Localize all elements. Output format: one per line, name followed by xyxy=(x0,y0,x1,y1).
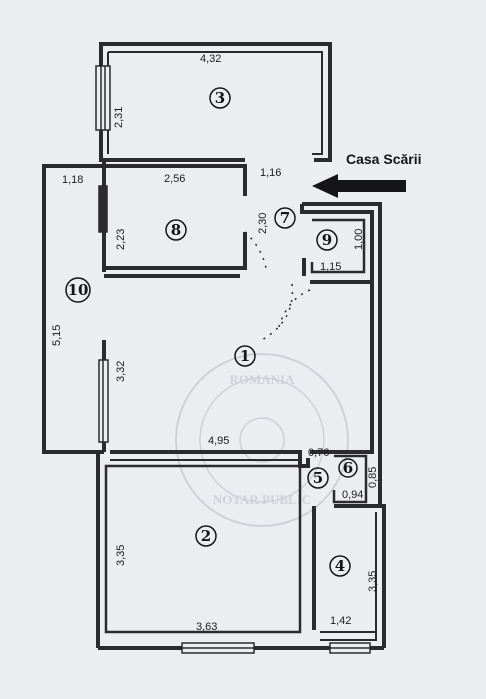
room-9-marker: 9 xyxy=(316,229,338,251)
dim-room8-width: 2,56 xyxy=(164,173,185,185)
dim-room2-width: 3,63 xyxy=(196,621,217,633)
room-4-number: 4 xyxy=(335,557,345,575)
entrance-arrow-icon xyxy=(312,174,406,198)
dim-corridor-top: 1,16 xyxy=(260,167,281,179)
room-1-marker: 1 xyxy=(234,345,256,367)
room-3-walls xyxy=(99,42,332,162)
stamp-top-text: ROMANIA xyxy=(230,372,296,387)
dim-room3-width: 4,32 xyxy=(200,53,221,65)
room-10-walls xyxy=(42,164,104,454)
room-4-bottom-wall xyxy=(320,631,377,641)
room-3-number: 3 xyxy=(215,89,225,107)
room-3-marker: 3 xyxy=(209,87,231,109)
dim-room6-width: 0,94 xyxy=(342,489,363,501)
notary-stamp: ROMANIA NOTAR PUBLIC xyxy=(175,353,349,527)
dim-room4-width: 1,42 xyxy=(330,615,351,627)
dim-room6-depth: 0,85 xyxy=(367,467,379,488)
entrance: Casa Scării xyxy=(312,151,422,198)
room-7-number: 7 xyxy=(280,209,290,227)
dim-room9-depth: 1,00 xyxy=(353,229,365,250)
room-1-number: 1 xyxy=(240,347,250,365)
windows xyxy=(95,65,371,654)
dim-room1-depth: 3,32 xyxy=(115,361,127,382)
room-8-number: 8 xyxy=(171,221,181,239)
room-2-number: 2 xyxy=(201,527,211,545)
room-8-right-wall xyxy=(104,232,247,270)
room-6-walls xyxy=(332,454,368,504)
room-7-right-wall xyxy=(300,204,374,284)
stamp-bottom-text: NOTAR PUBLIC xyxy=(213,492,311,507)
window-room-3 xyxy=(95,65,111,131)
dim-room3-depth: 2,31 xyxy=(113,107,125,128)
room-9-number: 9 xyxy=(322,231,332,249)
room-5-number: 5 xyxy=(313,469,323,487)
dim-room8-depth: 2,23 xyxy=(115,229,127,250)
room-6-marker: 6 xyxy=(338,458,358,478)
room-4-marker: 4 xyxy=(329,555,351,577)
room-10-number: 10 xyxy=(68,281,89,299)
right-exterior-upper xyxy=(302,202,382,506)
room-2-marker: 2 xyxy=(195,525,217,547)
room-10-marker: 10 xyxy=(65,277,91,303)
room-7-marker: 7 xyxy=(274,207,296,229)
dimension-labels: 4,32 2,31 1,18 5,15 2,56 2,23 1,16 2,30 … xyxy=(51,53,379,633)
room-3-inner-wall xyxy=(108,51,323,155)
dim-room10-length: 5,15 xyxy=(51,325,63,346)
dim-room7-depth: 2,30 xyxy=(257,213,269,234)
room-numbers: 3 8 7 9 10 1 5 6 xyxy=(65,87,358,577)
room-2-walls xyxy=(104,464,302,634)
room-4-top-wall xyxy=(334,504,386,648)
room-5-marker: 5 xyxy=(307,467,329,489)
dim-room10-top: 1,18 xyxy=(62,174,83,186)
door-swing-marks xyxy=(244,231,311,341)
room-8-top-wall xyxy=(104,164,247,196)
room-8-marker: 8 xyxy=(165,219,187,241)
dim-room5-width: 0,76 xyxy=(308,447,329,459)
dim-room4-depth: 3,35 xyxy=(367,571,379,592)
entrance-label: Casa Scării xyxy=(346,151,422,167)
dim-room2-depth: 3,35 xyxy=(115,545,127,566)
dim-room9-width: 1,15 xyxy=(320,261,341,273)
dim-room1-width: 4,95 xyxy=(208,435,229,447)
room-6-number: 6 xyxy=(343,459,353,477)
room-9-walls xyxy=(310,218,366,274)
window-room-8 xyxy=(98,185,108,233)
